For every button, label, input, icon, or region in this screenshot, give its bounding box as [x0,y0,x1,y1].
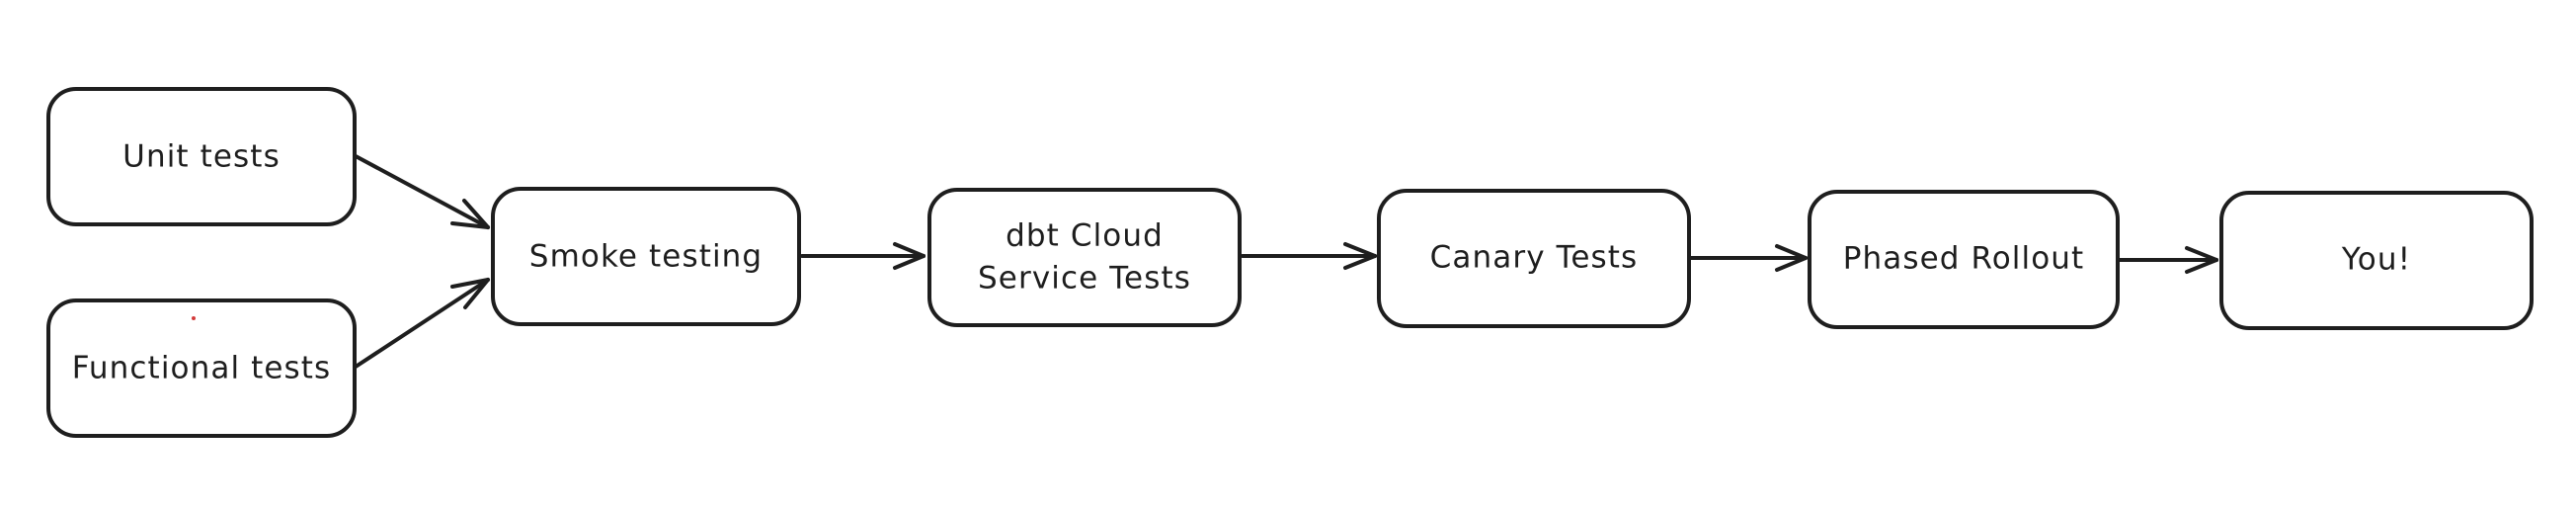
node-smoke-testing-label: Smoke testing [529,239,763,275]
node-you-shape[interactable] [2219,191,2534,330]
node-you[interactable]: You! [2219,191,2534,330]
node-unit-tests[interactable]: Unit tests [46,87,357,226]
node-smoke-testing-shape[interactable] [491,187,801,326]
node-you-label: You! [2341,242,2411,278]
node-canary-tests-label: Canary Tests [1430,240,1639,276]
edge-functional-to-smoke [354,278,490,369]
node-unit-tests-label: Unit tests [122,139,281,175]
edge-dbt-to-canary [1241,242,1377,270]
node-smoke-testing[interactable]: Smoke testing [491,187,801,326]
node-functional-tests-label: Functional tests [72,351,332,386]
node-unit-tests-shape[interactable] [46,87,357,226]
node-dbt-cloud-service-tests-shape[interactable] [927,188,1242,327]
node-phased-rollout[interactable]: Phased Rollout [1808,190,2120,329]
edge-phased-to-you [2116,246,2218,274]
node-dbt-cloud-service-tests-label-line2: Service Tests [978,261,1191,297]
ink-speck [192,316,196,320]
edge-unit-to-smoke [354,154,490,229]
node-dbt-cloud-service-tests[interactable]: dbt Cloud Service Tests [927,188,1242,327]
node-dbt-cloud-service-tests-label-line1: dbt Cloud [1006,218,1164,254]
node-functional-tests-shape[interactable] [46,298,357,438]
edge-canary-to-phased [1687,244,1808,272]
node-phased-rollout-shape[interactable] [1808,190,2120,329]
node-phased-rollout-label: Phased Rollout [1843,241,2085,277]
edge-smoke-to-dbt [800,242,926,270]
node-canary-tests-shape[interactable] [1377,189,1691,328]
node-canary-tests[interactable]: Canary Tests [1377,189,1691,328]
node-functional-tests[interactable]: Functional tests [46,298,357,438]
